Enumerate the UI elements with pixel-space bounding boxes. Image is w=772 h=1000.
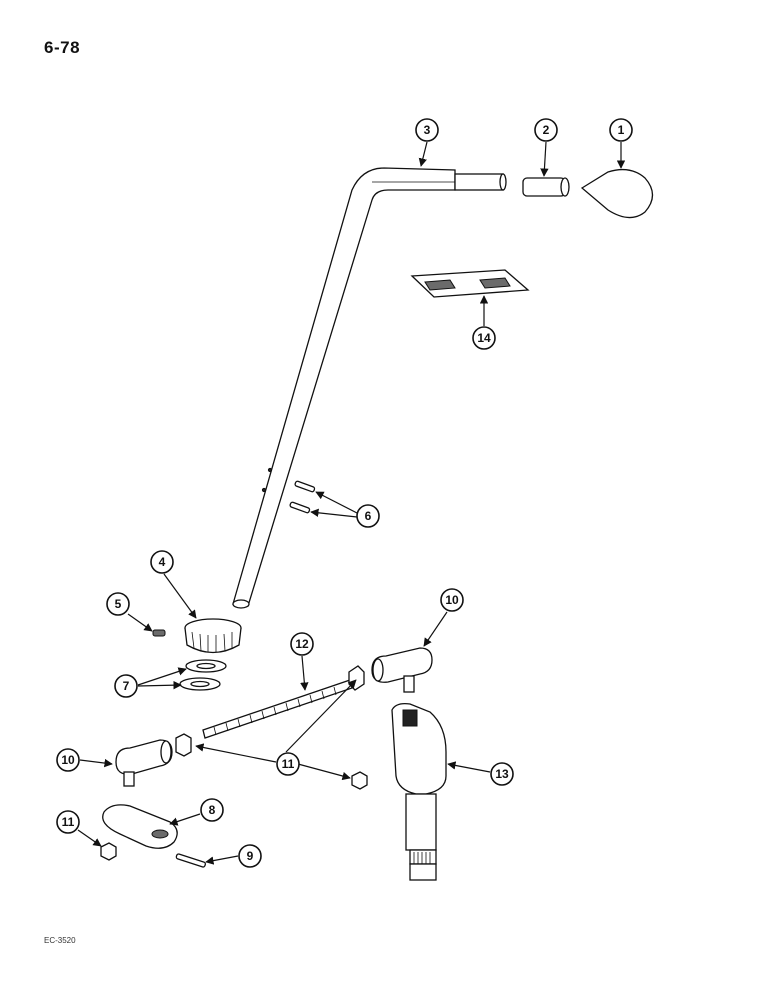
callout-1: 1 [609, 118, 633, 142]
gear-lever-part-3 [232, 167, 507, 609]
figure-code: EC-3520 [44, 936, 76, 945]
svg-text:7: 7 [123, 679, 130, 693]
svg-text:9: 9 [247, 849, 254, 863]
knurled-nut-part-4 [184, 618, 242, 654]
threaded-rod-part-12 [202, 679, 353, 739]
callout-10-lower: 10 [56, 748, 80, 772]
pins-part-6 [289, 480, 316, 514]
svg-text:6: 6 [365, 509, 372, 523]
callout-11-center: 11 [276, 752, 300, 776]
decal-part-14 [410, 269, 530, 298]
svg-text:2: 2 [543, 123, 550, 137]
callout-14: 14 [472, 326, 496, 350]
page-number: 6-78 [44, 38, 81, 57]
ball-joint-upper-part-10 [371, 647, 433, 693]
leader-lines [77, 141, 626, 865]
svg-text:13: 13 [495, 767, 509, 781]
pin-part-9 [175, 853, 207, 868]
callout-10-upper: 10 [440, 588, 464, 612]
washers-part-7 [179, 659, 227, 691]
callout-7: 7 [114, 674, 138, 698]
sleeve-part-2 [522, 177, 570, 197]
callout-12: 12 [290, 632, 314, 656]
callout-8: 8 [200, 798, 224, 822]
callout-11-left: 11 [56, 810, 80, 834]
svg-text:14: 14 [477, 331, 491, 345]
shift-shaft-part-13 [391, 702, 447, 881]
svg-text:10: 10 [61, 753, 75, 767]
svg-text:10: 10 [445, 593, 459, 607]
svg-text:5: 5 [115, 597, 122, 611]
svg-text:12: 12 [295, 637, 309, 651]
nuts-part-11 [100, 665, 368, 861]
callout-13: 13 [490, 762, 514, 786]
svg-text:8: 8 [209, 803, 216, 817]
ball-joint-lower-part-10 [115, 739, 173, 787]
set-screw-part-5 [152, 629, 166, 637]
svg-text:1: 1 [618, 123, 625, 137]
callout-3: 3 [415, 118, 439, 142]
svg-text:11: 11 [282, 757, 295, 771]
callout-6: 6 [356, 504, 380, 528]
callout-5: 5 [106, 592, 130, 616]
clevis-part-8 [102, 804, 178, 849]
svg-text:11: 11 [62, 815, 75, 829]
svg-text:4: 4 [159, 555, 166, 569]
knob-part-1 [580, 168, 654, 219]
callout-2: 2 [534, 118, 558, 142]
callout-4: 4 [150, 550, 174, 574]
svg-text:3: 3 [424, 123, 431, 137]
callout-9: 9 [238, 844, 262, 868]
